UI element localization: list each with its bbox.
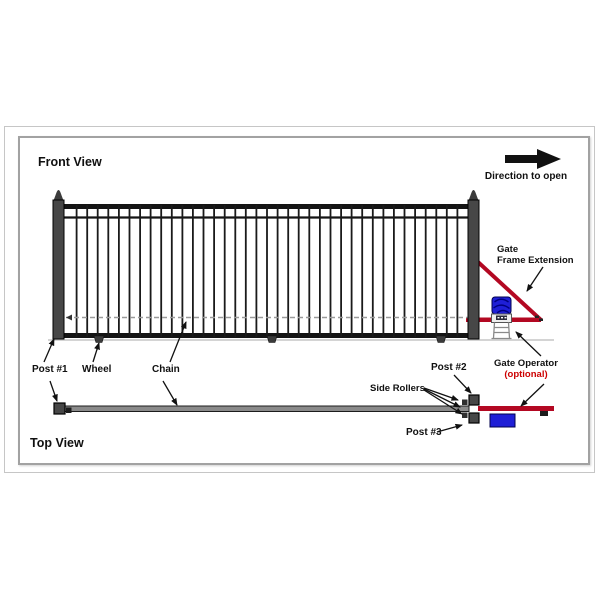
front-view-drawing: [48, 149, 561, 343]
post2-arrow: [453, 374, 472, 394]
wheel-shape: [435, 335, 447, 343]
right-post-front: [467, 199, 480, 340]
front-view-title: Front View: [38, 155, 102, 169]
side-roller-upper: [462, 399, 468, 405]
post1-front: [52, 199, 65, 340]
gate-pickets: [75, 205, 459, 337]
gate-operator-stand: [491, 322, 512, 340]
gate-operator-front: [491, 296, 512, 340]
gate-operator-head-detail: [493, 298, 510, 314]
gate-operator-arrow-top: [520, 383, 545, 407]
leader-arrows: [43, 266, 545, 433]
post3-top-view: [468, 412, 480, 424]
direction-to-open-label: Direction to open: [484, 171, 568, 182]
post3-label: Post #3: [406, 427, 442, 438]
gate-operator-top-view: [489, 413, 516, 428]
post3-arrow: [436, 423, 463, 433]
chain-label: Chain: [152, 364, 180, 375]
gate-operator-label: Gate Operator (optional): [487, 358, 565, 380]
extension-bolt: [535, 315, 539, 318]
extension-bar-top-view: [478, 406, 554, 411]
side-roller-arrow-3: [423, 389, 463, 415]
wheel-shape: [93, 335, 105, 343]
chain-anchor: [66, 314, 72, 321]
gate-operator-label-text: Gate Operator: [494, 358, 558, 369]
gate-bottom-rail: [64, 333, 468, 338]
side-roller-lower: [462, 412, 468, 418]
gate-top-rail: [64, 204, 468, 209]
extension-end-cap: [540, 411, 548, 416]
extension-bolt: [539, 318, 543, 321]
post1-finial: [53, 190, 64, 202]
gate-frame-extension-line1: Gate: [497, 244, 519, 255]
chain-arrow-front: [169, 321, 187, 363]
diagram-outer-frame: [4, 126, 595, 473]
right-post-finial: [468, 190, 479, 202]
gate-frame-extension-diagonal: [476, 260, 543, 322]
side-rollers-label: Side Rollers: [370, 383, 425, 394]
gate-frame-extension-line2: Frame Extension: [497, 255, 574, 266]
badge-dot: [501, 317, 503, 319]
badge-dot: [497, 317, 500, 319]
gate-operator-optional-text: (optional): [504, 369, 548, 380]
gate-end-nub: [66, 407, 72, 413]
post1-top-view: [53, 402, 66, 415]
post2-top-view: [468, 394, 480, 406]
side-roller-arrow-1: [423, 387, 459, 401]
post2-label: Post #2: [431, 362, 467, 373]
direction-arrow-icon: [505, 149, 561, 169]
gate-rail-top-view: [64, 405, 470, 412]
wheel-shape: [266, 335, 278, 343]
frame-extension-arrow: [526, 266, 544, 292]
chain-arrow-top: [162, 380, 178, 406]
top-view-title: Top View: [30, 436, 84, 450]
post1-arrow-front: [43, 338, 55, 363]
post1-label: Post #1: [32, 364, 68, 375]
gate-operator-arrow-front: [515, 331, 542, 357]
gate-frame-extension-label: Gate Frame Extension: [497, 244, 574, 266]
top-view-drawing: [53, 394, 554, 428]
post1-arrow-top: [49, 380, 58, 402]
side-roller-arrow-2: [423, 388, 461, 408]
wheel-arrow: [92, 342, 100, 363]
gate-wheels: [93, 335, 447, 343]
badge-dot: [504, 317, 507, 319]
wheel-label: Wheel: [82, 364, 112, 375]
